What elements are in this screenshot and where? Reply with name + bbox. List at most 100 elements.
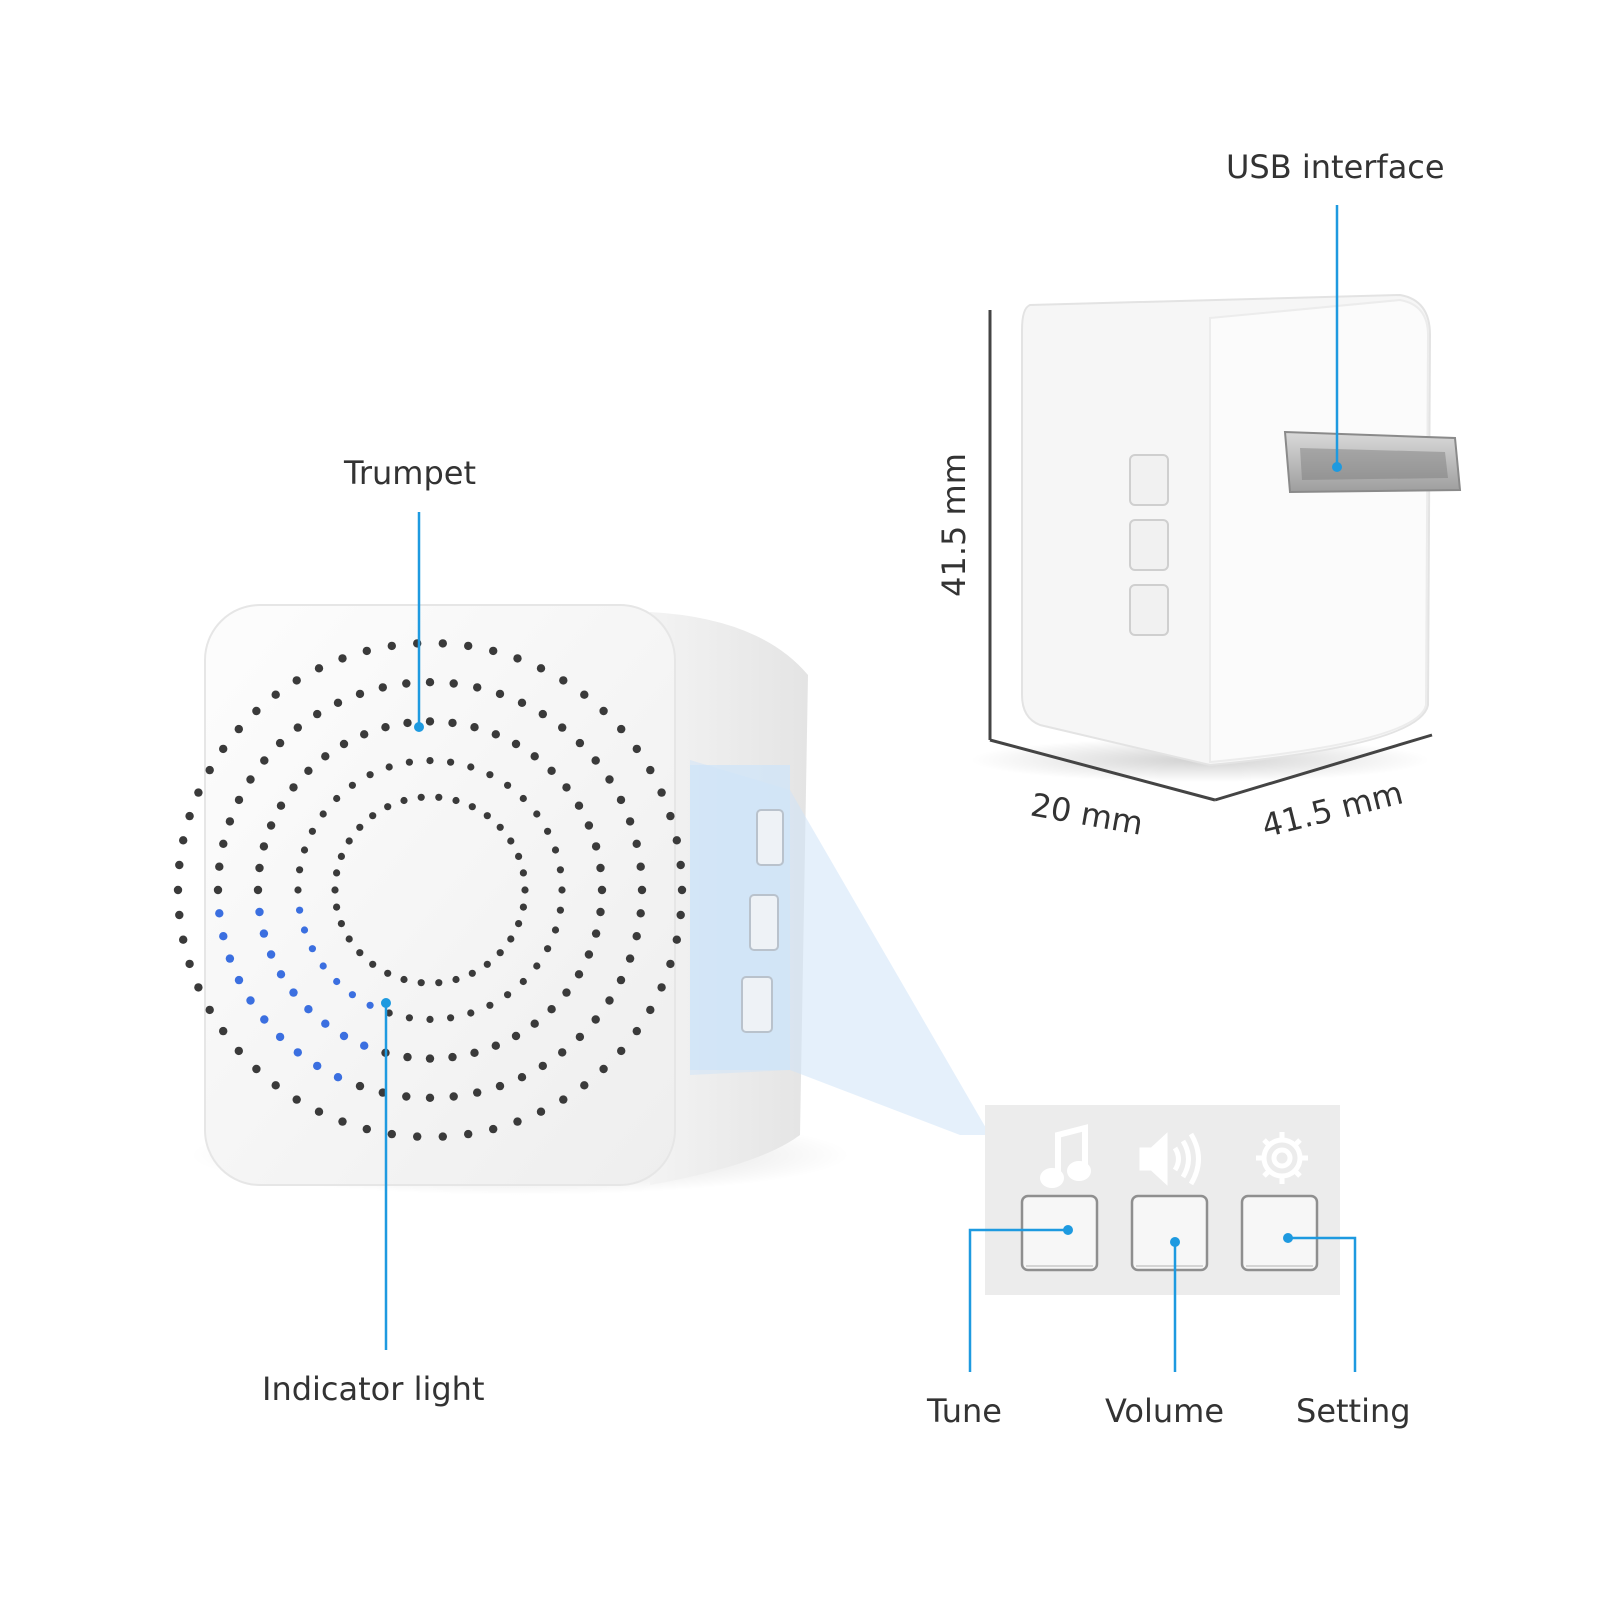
indicator-light-dot <box>304 1005 313 1014</box>
speaker-hole <box>319 810 327 818</box>
speaker-hole <box>636 909 645 918</box>
speaker-hole <box>558 1048 567 1057</box>
indicator-light-dot <box>293 1048 302 1057</box>
speaker-hole <box>489 646 498 656</box>
speaker-hole <box>625 954 635 963</box>
speaker-hole <box>464 641 473 651</box>
tune-label: Tune <box>927 1392 1002 1430</box>
speaker-hole <box>677 885 687 895</box>
speaker-hole <box>276 801 286 810</box>
indicator-light-dot <box>234 975 244 985</box>
speaker-hole <box>489 1124 498 1134</box>
speaker-hole <box>558 886 566 894</box>
indicator-light-dot <box>276 970 286 979</box>
indicator-light-dot <box>275 1032 285 1042</box>
speaker-hole <box>355 1081 365 1091</box>
control-buttons <box>1020 1194 1319 1272</box>
speaker-hole <box>384 969 392 977</box>
speaker-hole <box>362 1124 371 1134</box>
speaker-hole <box>449 679 458 688</box>
speaker-hole <box>314 664 324 673</box>
speaker-hole <box>308 827 316 835</box>
speaker-hole <box>468 969 476 977</box>
speaker-hole <box>636 862 645 871</box>
callout-lines <box>384 205 1357 1372</box>
speaker-hole <box>234 1046 243 1056</box>
speaker-hole <box>559 676 568 685</box>
speaker-hole <box>333 869 341 877</box>
speaker-hole <box>625 817 635 826</box>
speaker-hole <box>405 1014 413 1022</box>
speaker-hole <box>333 698 343 707</box>
speaker-hole <box>473 1088 482 1097</box>
speaker-hole <box>215 862 224 871</box>
speaker-hole <box>333 794 341 803</box>
indicator-light-dot <box>360 1041 369 1050</box>
speaker-hole <box>452 975 460 984</box>
speaker-hole <box>403 718 412 728</box>
speaker-hole <box>314 1107 324 1116</box>
speaker-hole <box>179 935 188 944</box>
speaker-hole <box>470 723 479 732</box>
speaker-hole <box>205 1005 214 1015</box>
speaker-hole <box>381 723 390 732</box>
setting-label: Setting <box>1296 1392 1411 1430</box>
speaker-hole <box>234 724 243 734</box>
speaker-hole <box>544 827 552 835</box>
speaker-hole <box>179 836 188 845</box>
speaker-hole <box>259 842 269 851</box>
speaker-hole <box>426 1015 434 1024</box>
speaker-hole <box>519 977 527 986</box>
speaker-hole <box>464 1129 473 1139</box>
speaker-hole <box>517 698 527 707</box>
speaker-hole <box>294 886 302 894</box>
speaker-hole <box>292 1095 301 1104</box>
speaker-hole <box>447 1014 455 1022</box>
side-button-setting-small <box>741 976 773 1033</box>
speaker-hole <box>252 706 261 716</box>
speaker-hole <box>194 788 203 797</box>
speaker-hole <box>448 1052 457 1062</box>
speaker-hole <box>304 766 313 775</box>
speaker-hole <box>356 949 364 957</box>
speaker-hole <box>605 775 614 784</box>
device-front-face <box>204 604 676 1186</box>
speaker-hole <box>556 906 565 914</box>
speaker-hole <box>599 706 608 716</box>
speaker-hole <box>676 860 685 870</box>
speaker-hole <box>205 765 214 775</box>
speaker-hole <box>271 1081 280 1090</box>
speaker-hole <box>173 885 183 895</box>
speaker-hole <box>596 907 605 917</box>
speaker-hole <box>515 920 523 928</box>
speaker-volume-icon <box>1139 1132 1201 1186</box>
callout-dots <box>381 462 1342 1247</box>
speaker-hole <box>473 683 482 692</box>
setting-button[interactable] <box>1240 1194 1319 1272</box>
speaker-hole <box>632 932 641 941</box>
volume-button[interactable] <box>1130 1194 1209 1272</box>
speaker-hole <box>467 1009 475 1017</box>
speaker-hole <box>234 795 244 805</box>
speaker-hole <box>491 730 500 739</box>
speaker-hole <box>584 950 594 959</box>
speaker-hole <box>495 1081 505 1091</box>
speaker-hole <box>366 771 374 779</box>
speaker-hole <box>385 763 393 771</box>
side-button-volume-small <box>749 894 779 951</box>
speaker-hole <box>338 1117 347 1126</box>
indicator-light-dot <box>246 996 255 1005</box>
indicator-light-dot <box>313 1061 322 1071</box>
speaker-hole <box>556 866 565 874</box>
speaker-hole <box>511 739 521 749</box>
tune-button[interactable] <box>1020 1194 1099 1272</box>
indicator-light-dot <box>300 926 309 934</box>
speaker-hole <box>591 756 600 765</box>
indicator-light-dot <box>296 906 304 914</box>
speaker-hole <box>413 1132 422 1141</box>
speaker-hole <box>369 812 377 820</box>
speaker-hole <box>521 886 529 894</box>
speaker-hole <box>321 752 330 761</box>
dimension-depth-label: 20 mm <box>1028 786 1146 843</box>
